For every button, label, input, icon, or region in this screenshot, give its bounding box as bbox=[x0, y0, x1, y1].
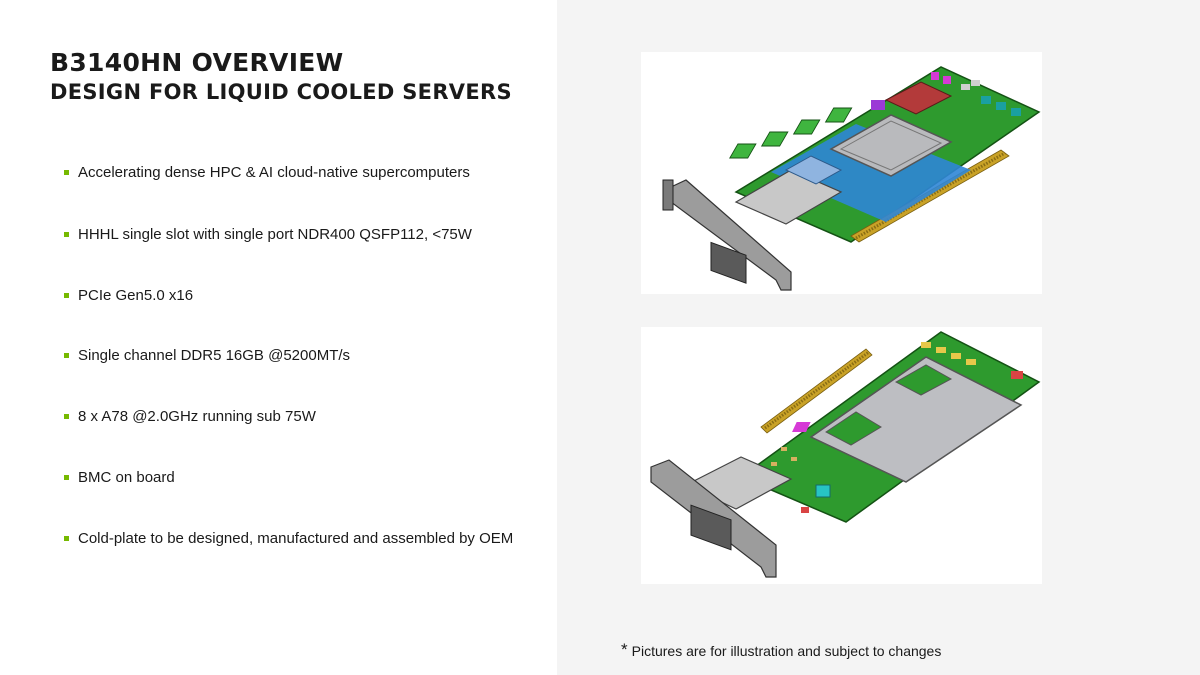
feature-text: 8 x A78 @2.0GHz running sub 75W bbox=[78, 408, 316, 425]
bullet-square-icon bbox=[64, 232, 69, 237]
bullet-square-icon bbox=[64, 293, 69, 298]
red-chip bbox=[884, 81, 953, 115]
pci-bracket bbox=[670, 179, 792, 291]
footnote-text: Pictures are for illustration and subjec… bbox=[631, 643, 942, 659]
card-bottom-view-image bbox=[641, 327, 1042, 584]
slide-subtitle: DESIGN FOR LIQUID COOLED SERVERS bbox=[50, 80, 512, 104]
feature-item: PCIe Gen5.0 x16 bbox=[64, 287, 193, 304]
card-bottom-view-render bbox=[650, 331, 1041, 578]
cold-plate-bracket bbox=[809, 356, 1023, 483]
feature-item: Accelerating dense HPC & AI cloud-native… bbox=[64, 164, 470, 181]
blue-component-area bbox=[771, 124, 971, 222]
feature-text: Cold-plate to be designed, manufactured … bbox=[78, 530, 514, 547]
feature-item: 8 x A78 @2.0GHz running sub 75W bbox=[64, 408, 316, 425]
feature-item: Cold-plate to be designed, manufactured … bbox=[64, 530, 513, 547]
slide-title: B3140HN OVERVIEW bbox=[50, 48, 344, 77]
soc-heat-plate bbox=[829, 114, 953, 177]
bullet-square-icon bbox=[64, 170, 69, 175]
bullet-square-icon bbox=[64, 414, 69, 419]
card-top-view-render bbox=[662, 66, 1041, 291]
feature-item: HHHL single slot with single port NDR400… bbox=[64, 226, 472, 243]
feature-text: PCIe Gen5.0 x16 bbox=[78, 287, 194, 304]
feature-item: Single channel DDR5 16GB @5200MT/s bbox=[64, 347, 350, 364]
feature-item: BMC on board bbox=[64, 469, 175, 486]
bullet-square-icon bbox=[64, 475, 69, 480]
card-top-view-image bbox=[641, 52, 1042, 294]
feature-text: Accelerating dense HPC & AI cloud-native… bbox=[78, 164, 470, 181]
bullet-square-icon bbox=[64, 353, 69, 358]
footnote: *Pictures are for illustration and subje… bbox=[621, 640, 942, 661]
feature-text: BMC on board bbox=[78, 469, 175, 486]
feature-text: Single channel DDR5 16GB @5200MT/s bbox=[78, 347, 351, 364]
footnote-marker: * bbox=[621, 640, 628, 659]
feature-text: HHHL single slot with single port NDR400… bbox=[78, 226, 472, 243]
title-block: B3140HN OVERVIEW DESIGN FOR LIQUID COOLE… bbox=[50, 48, 512, 106]
bullet-square-icon bbox=[64, 536, 69, 541]
